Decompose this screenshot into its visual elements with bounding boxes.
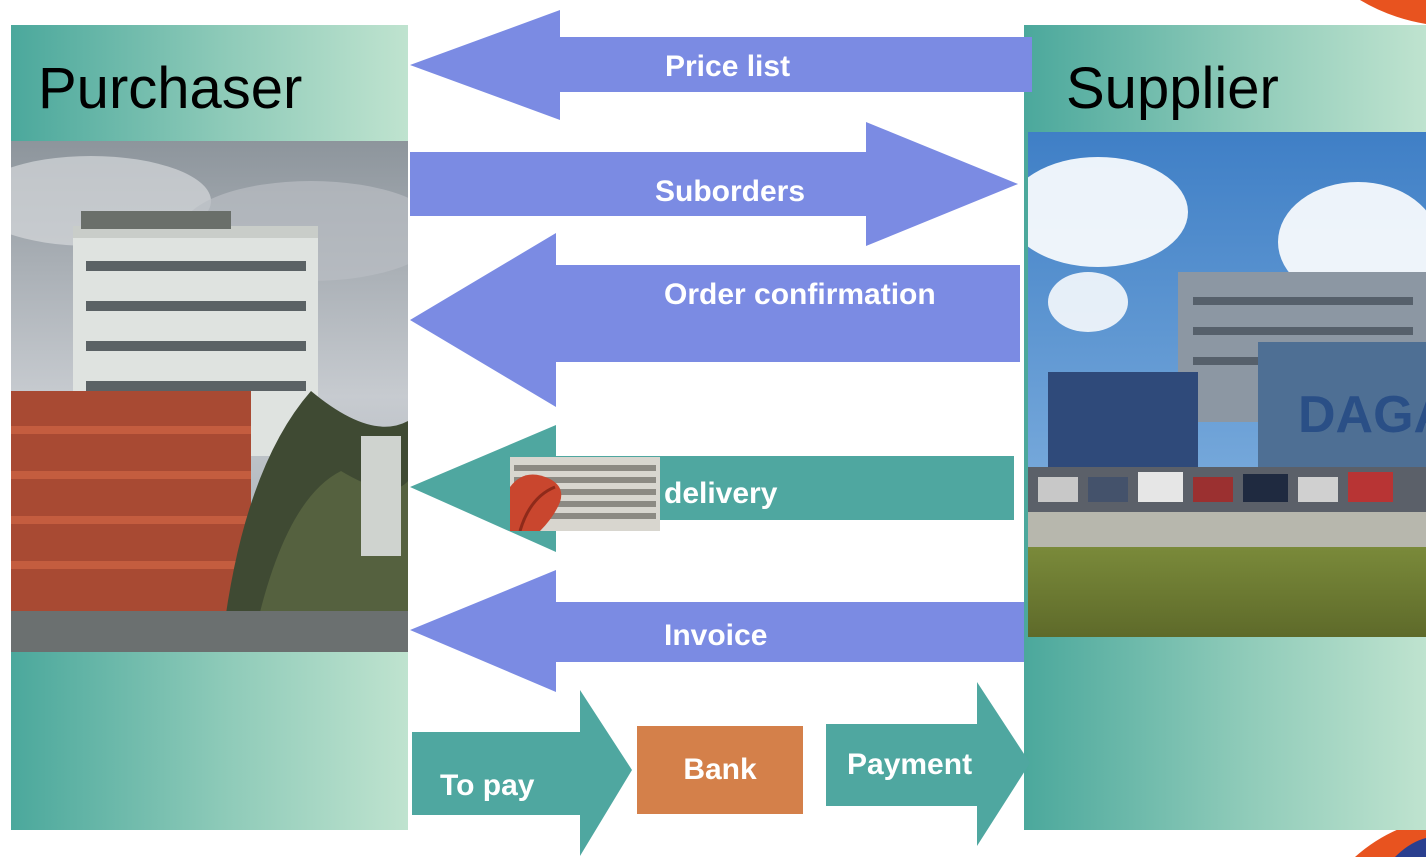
arrow-order-confirmation (410, 233, 1020, 407)
delivery-label: delivery (664, 477, 778, 510)
arrow-invoice (410, 570, 1024, 692)
suborders-label: Suborders (655, 175, 806, 208)
corner-accent-top (1360, 0, 1426, 24)
purchaser-title: Purchaser (38, 56, 303, 121)
arrow-price-list (410, 10, 1032, 120)
bank-box: Bank (637, 726, 803, 814)
purchaser-office-photo (11, 141, 408, 652)
supplier-title: Supplier (1066, 56, 1279, 121)
bank-label: Bank (683, 753, 757, 786)
arrow-to-pay (412, 690, 632, 856)
arrow-payment (826, 682, 1030, 846)
to-pay-label: To pay (440, 769, 535, 802)
supplier-warehouse-photo: DAGAB (1028, 132, 1426, 637)
invoice-label: Invoice (664, 619, 768, 652)
keyboard-hand-icon (510, 457, 660, 531)
payment-label: Payment (847, 748, 973, 781)
arrow-suborders (410, 122, 1018, 246)
order-confirmation-label: Order confirmation (664, 278, 936, 311)
svg-text:DAGAB: DAGAB (1298, 386, 1426, 444)
arrow-delivery (410, 425, 1014, 552)
price-list-label: Price list (665, 50, 791, 83)
